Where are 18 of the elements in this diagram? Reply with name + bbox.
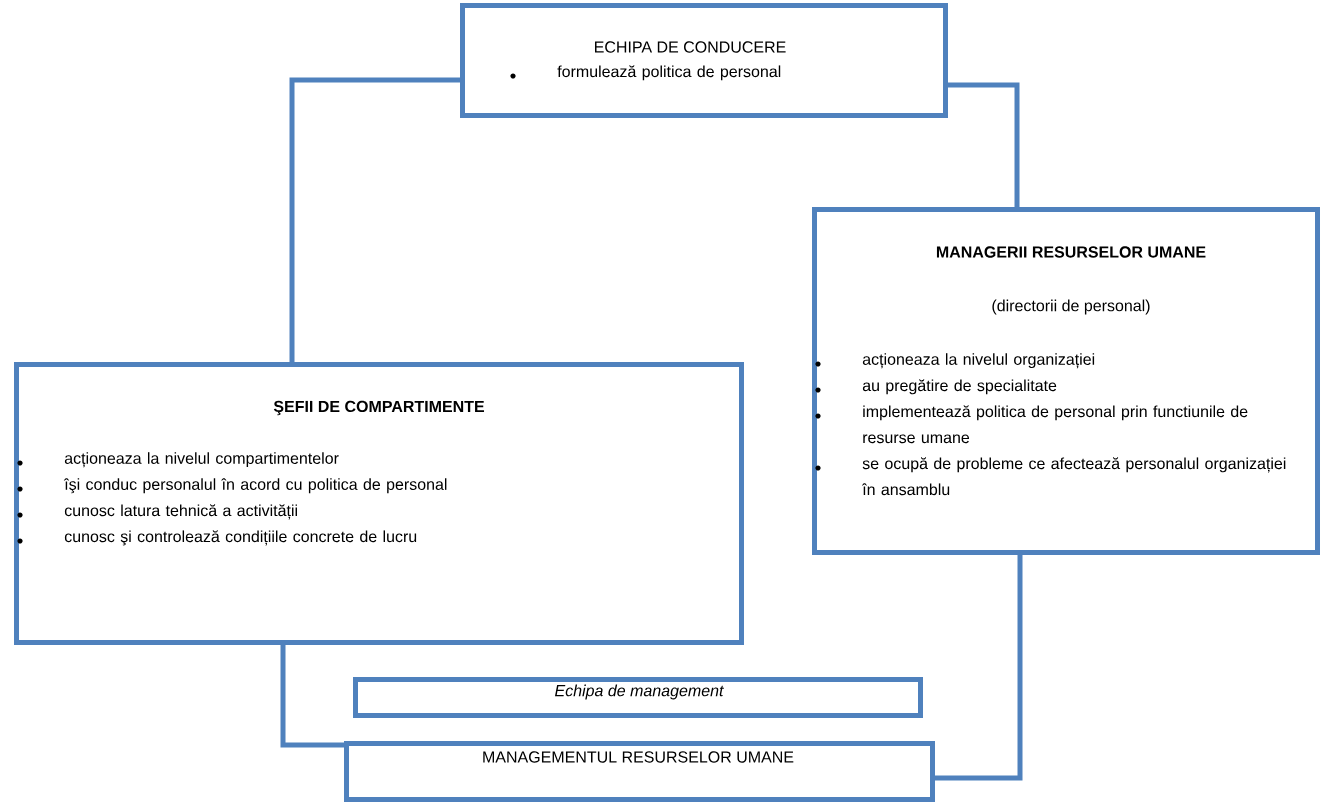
title-text: MANAGEMENTUL RESURSELOR UMANE bbox=[483, 751, 794, 763]
bullet-item: îşi conduc personalul în acord cu politica de personal bbox=[17, 478, 447, 494]
connector-line bbox=[948, 82, 1020, 207]
title-text: ECHIPA DE CONDUCERE bbox=[595, 41, 786, 53]
bullet-item: acționeaza la nivelul compartimentelor bbox=[17, 452, 339, 468]
bullet-item: se ocupă de probleme ce afectează personalul organizației în ansamblu bbox=[815, 457, 1286, 496]
connector-line bbox=[289, 77, 460, 362]
bullet-item: formulează politica de personal bbox=[510, 65, 781, 81]
bullet-item: au pregătire de specialitate bbox=[815, 379, 1057, 395]
title-text: Echipa de management bbox=[555, 684, 724, 700]
connector-line bbox=[280, 645, 344, 748]
title-text: (directorii de personal) bbox=[992, 299, 1150, 315]
heading: ŞEFII DE COMPARTIMENTE bbox=[273, 400, 484, 416]
bullet-item: cunosc şi controlează condițiile concrete de lucru bbox=[17, 530, 417, 546]
bullet-item: cunosc latura tehnică a activității bbox=[17, 504, 297, 520]
connector-line bbox=[935, 555, 1023, 781]
bullet-item: acționeaza la nivelul organizației bbox=[815, 353, 1095, 369]
heading: MANAGERII RESURSELOR UMANE bbox=[936, 246, 1206, 258]
